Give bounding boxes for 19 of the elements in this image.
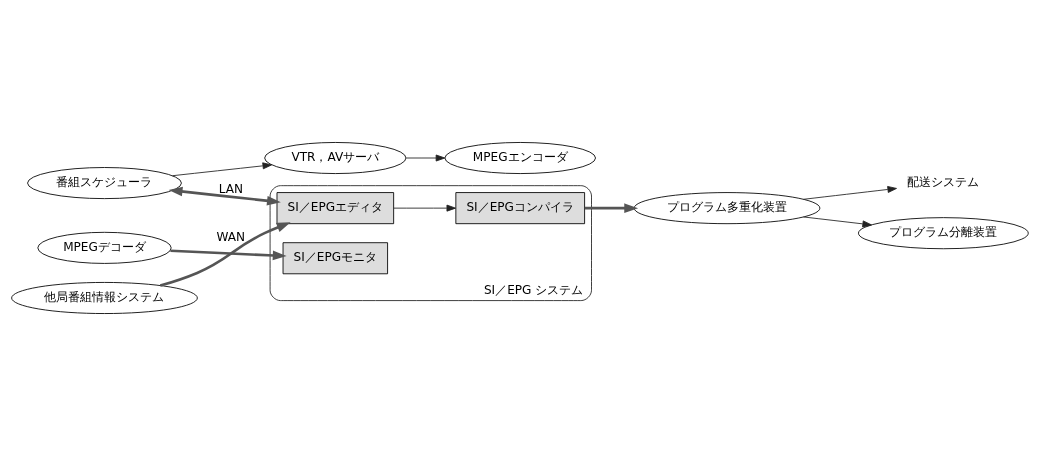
- arrow: [159, 221, 291, 287]
- node-text: 配送システム: [907, 174, 980, 189]
- arrow: [803, 185, 897, 200]
- arrow: [170, 249, 287, 260]
- arrow: [803, 216, 872, 227]
- arrow: [172, 161, 272, 176]
- arrow: [393, 204, 456, 212]
- node-ellipse: 他局番組情報システム: [11, 281, 198, 314]
- node-ellipse: プログラム多重化装置: [633, 191, 821, 224]
- edge-label: LAN: [218, 181, 244, 196]
- arrow: [405, 154, 446, 161]
- node-box: SI／EPGエディタ: [276, 191, 395, 224]
- arrow: [584, 202, 639, 213]
- node-ellipse: MPEGデコーダ: [37, 231, 172, 264]
- node-box: SI／EPGモニタ: [282, 241, 388, 274]
- edge-label: WAN: [216, 229, 246, 244]
- node-ellipse: MPEGエンコーダ: [444, 141, 596, 174]
- arrow: [168, 186, 281, 206]
- node-box: SI／EPGコンパイラ: [455, 191, 585, 224]
